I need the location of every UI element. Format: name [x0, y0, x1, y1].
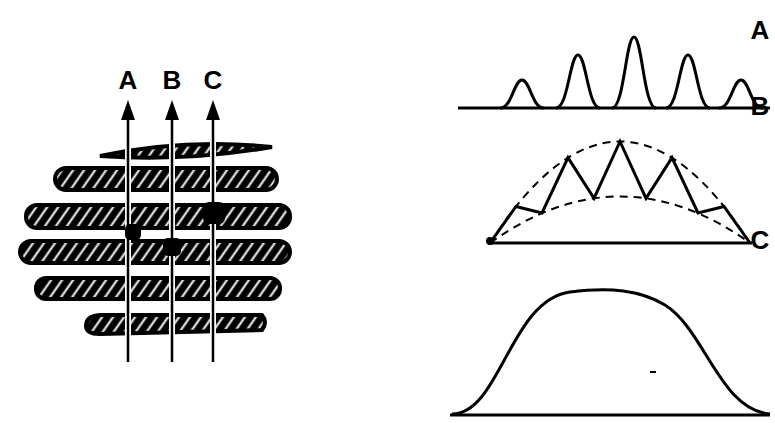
arrow-head [206, 100, 220, 120]
dots [125, 202, 225, 256]
profile-c [450, 290, 770, 415]
profile-label: C [751, 227, 770, 253]
arrow-label: A [119, 67, 138, 93]
hatched-bar [55, 168, 277, 190]
profile-b [486, 142, 752, 246]
dot [163, 238, 181, 256]
arrow-label: B [163, 67, 182, 93]
dot [125, 224, 141, 240]
hatched-bar [26, 205, 290, 228]
hatched-bars [20, 144, 290, 334]
scan-arrows [121, 100, 220, 362]
hatched-bar [86, 315, 265, 334]
profile-a [458, 37, 770, 108]
arrow-head [121, 100, 135, 120]
arrow-label: C [204, 67, 223, 93]
scan-line [212, 115, 215, 362]
profile-label: B [751, 93, 770, 119]
hatched-bar [36, 278, 280, 299]
hatched-bar [20, 241, 290, 263]
dot [203, 202, 225, 224]
arrow-head [165, 100, 179, 120]
profile-label: A [751, 17, 770, 43]
